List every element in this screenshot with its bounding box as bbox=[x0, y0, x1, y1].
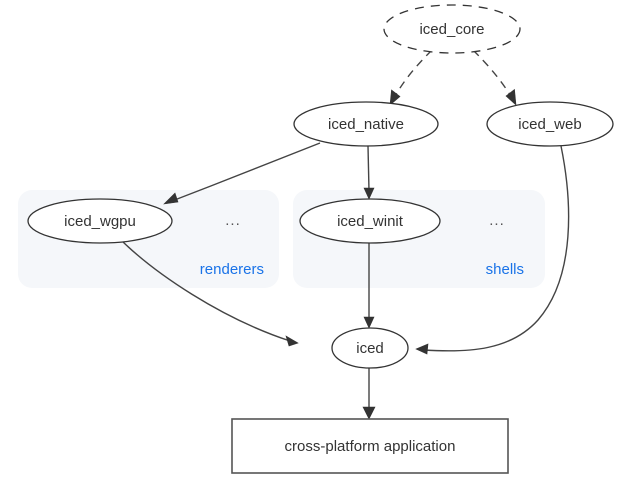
application-box[interactable] bbox=[231, 418, 509, 474]
edge-line bbox=[393, 49, 433, 99]
node-iced-wgpu[interactable]: iced_wgpu bbox=[27, 198, 173, 244]
edge-line bbox=[472, 49, 513, 99]
arrow-head bbox=[415, 343, 429, 355]
edge-iced-to-application bbox=[362, 368, 376, 420]
arrow-head bbox=[363, 316, 375, 329]
edge-iced-web-to-iced bbox=[415, 145, 570, 355]
iced-native-label: iced_native bbox=[328, 116, 404, 133]
edge-line bbox=[171, 142, 321, 202]
renderers-ellipsis: ... bbox=[225, 212, 241, 229]
iced-core-ellipse[interactable] bbox=[383, 4, 521, 54]
edge-iced-native-to-iced-wgpu bbox=[163, 142, 321, 205]
cluster-renderers-label: renderers bbox=[200, 261, 264, 278]
node-iced-web[interactable]: iced_web bbox=[486, 101, 614, 147]
arrow-head bbox=[363, 187, 375, 200]
application-label: cross-platform application bbox=[285, 438, 456, 455]
shells-ellipsis: ... bbox=[489, 212, 505, 229]
node-iced-winit[interactable]: iced_winit bbox=[299, 198, 441, 244]
iced-native-ellipse[interactable] bbox=[293, 101, 439, 147]
iced-wgpu-label: iced_wgpu bbox=[64, 213, 136, 230]
arrow-head bbox=[389, 89, 401, 106]
edge-iced-core-to-iced-native bbox=[389, 49, 433, 106]
iced-core-label: iced_core bbox=[419, 21, 484, 38]
arrow-head bbox=[163, 192, 179, 205]
node-iced-native[interactable]: iced_native bbox=[293, 101, 439, 147]
edge-line bbox=[367, 145, 370, 192]
iced-web-ellipse[interactable] bbox=[486, 101, 614, 147]
node-cross-platform-application[interactable]: cross-platform application bbox=[231, 418, 509, 474]
arrow-head bbox=[505, 88, 517, 106]
arrow-head bbox=[285, 335, 299, 347]
edge-iced-core-to-iced-web bbox=[472, 49, 517, 106]
edge-line bbox=[121, 240, 291, 342]
node-iced[interactable]: iced bbox=[331, 327, 409, 369]
edge-iced-native-to-iced-winit bbox=[363, 145, 375, 200]
arrow-head bbox=[362, 406, 376, 420]
edge-iced-wgpu-to-iced bbox=[121, 240, 299, 347]
iced-wgpu-ellipse[interactable] bbox=[27, 198, 173, 244]
node-iced-core[interactable]: iced_core bbox=[383, 4, 521, 54]
iced-label: iced bbox=[356, 340, 384, 357]
edge-iced-winit-to-iced bbox=[363, 243, 375, 329]
iced-web-label: iced_web bbox=[518, 116, 581, 133]
iced-winit-ellipse[interactable] bbox=[299, 198, 441, 244]
iced-ellipse[interactable] bbox=[331, 327, 409, 369]
iced-winit-label: iced_winit bbox=[337, 213, 404, 230]
cluster-shells-label: shells bbox=[486, 261, 524, 278]
edge-line bbox=[423, 145, 570, 352]
